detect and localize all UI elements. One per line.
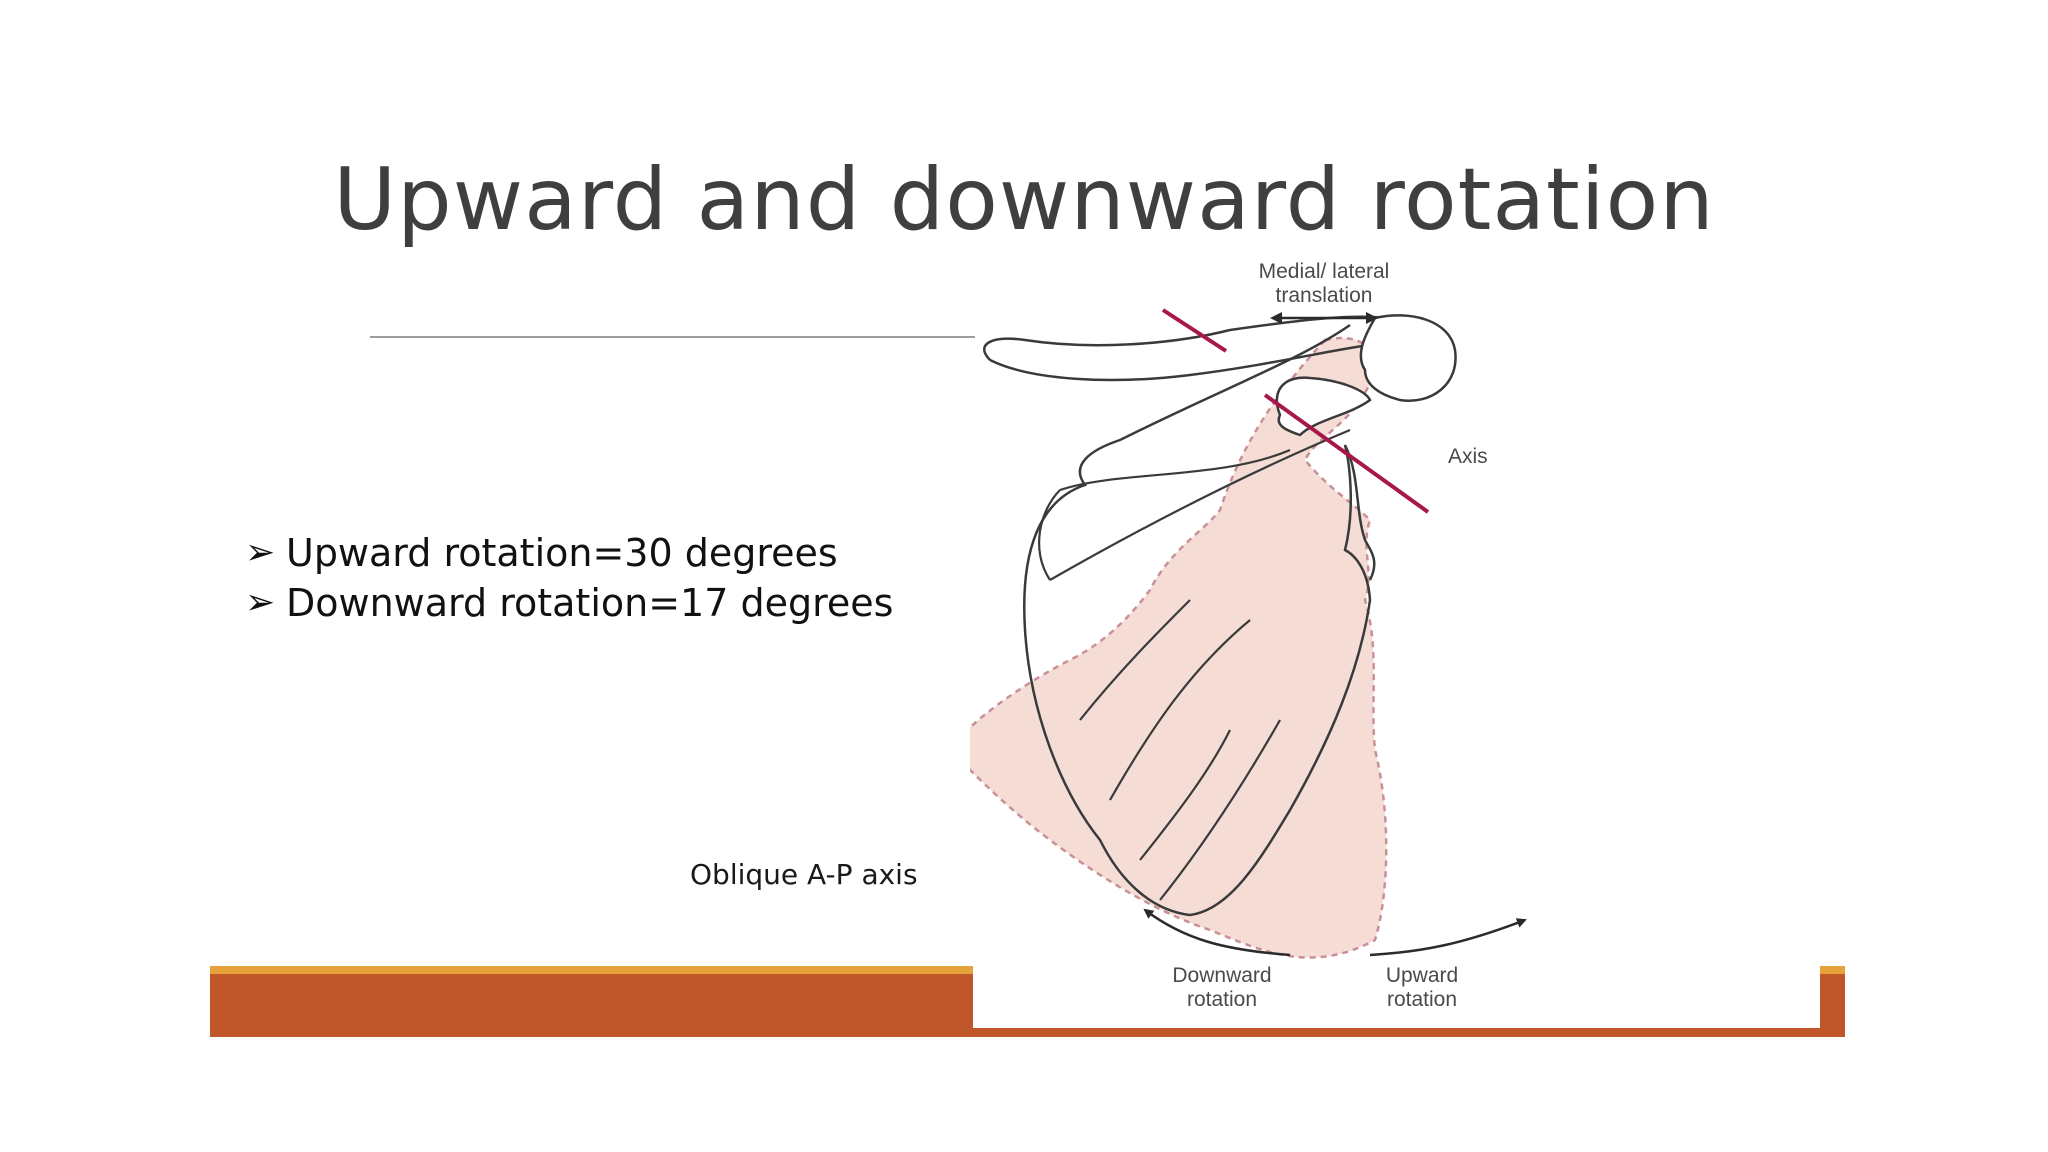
bullet-list: ➢ Upward rotation=30 degrees ➢ Downward … — [245, 528, 893, 628]
axis-line-lower — [1263, 393, 1430, 514]
curved-arrow-left-icon — [1143, 908, 1291, 957]
footer-accent-right — [1820, 966, 1845, 974]
slide-title: Upward and downward rotation — [333, 150, 1715, 250]
scapula-outline — [1023, 323, 1372, 917]
footer-accent-left — [210, 966, 973, 974]
arrow-bullet-icon: ➢ — [245, 532, 276, 573]
label-medial-lateral-2: translation — [1276, 284, 1373, 307]
acromion-head — [1359, 314, 1457, 402]
bullet-text: Upward rotation=30 degrees — [286, 531, 838, 575]
title-underline — [370, 336, 975, 338]
bullet-downward: ➢ Downward rotation=17 degrees — [245, 578, 893, 628]
bullet-text: Downward rotation=17 degrees — [286, 581, 894, 625]
glenoid-outline — [1343, 444, 1376, 581]
label-downward-2: rotation — [1187, 988, 1257, 1011]
rotated-scapula-shape — [970, 336, 1388, 959]
footer-bar-left — [210, 974, 973, 1037]
label-downward-1: Downward — [1172, 964, 1271, 987]
curved-arrow-right-icon — [1369, 918, 1527, 957]
scapula-diagram: Medial/ lateral translation Axis Downwar… — [970, 260, 1527, 1011]
label-medial-lateral-1: Medial/ lateral — [1259, 260, 1390, 283]
label-axis: Axis — [1448, 445, 1488, 468]
arrow-bullet-icon: ➢ — [245, 582, 276, 623]
scapula-ridges — [1038, 428, 1351, 901]
footer-bar-right — [1820, 974, 1845, 1037]
label-upward-2: rotation — [1387, 988, 1457, 1011]
oblique-axis-caption: Oblique A-P axis — [690, 858, 918, 891]
footer-bar-bottom — [973, 1028, 1845, 1037]
bullet-upward: ➢ Upward rotation=30 degrees — [245, 528, 893, 578]
double-arrow-icon — [1270, 312, 1378, 324]
axis-line-upper — [1161, 308, 1228, 353]
label-upward-1: Upward — [1386, 964, 1458, 987]
